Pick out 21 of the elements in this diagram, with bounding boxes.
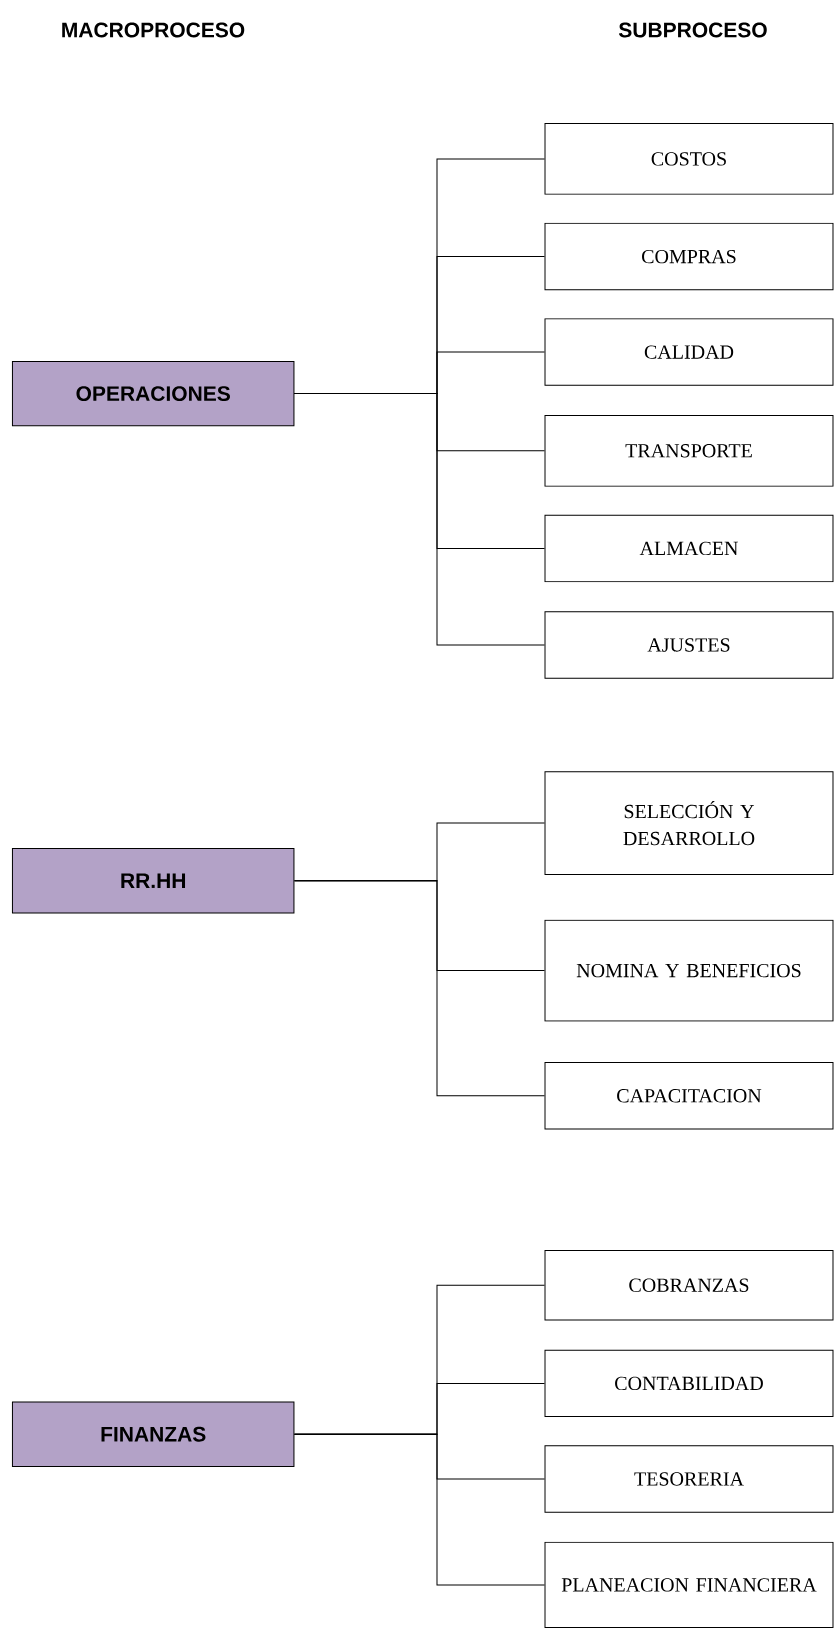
subprocess-box: COBRANZAS (544, 1249, 834, 1321)
connector-line (293, 393, 545, 646)
column-heading: SUBPROCESO (618, 22, 767, 38)
subprocess-box: ALMACEN (544, 514, 834, 583)
column-heading: MACROPROCESO (62, 22, 245, 38)
subprocess-box: COSTOS (544, 123, 834, 195)
subprocess-box: TRANSPORTE (544, 414, 834, 487)
connector-line (293, 880, 545, 1097)
subprocess-box: SELECCIÓN Y DESARROLLO (544, 771, 834, 875)
subprocess-box: CONTABILIDAD (544, 1349, 834, 1418)
macroprocess-box: FINANZAS (11, 1401, 295, 1467)
subprocess-box: COMPRAS (544, 222, 834, 291)
subprocess-box: TESORERIA (544, 1445, 834, 1513)
connector-line (293, 1433, 545, 1586)
macroprocess-box: RR.HH (11, 848, 295, 914)
subprocess-box: CAPACITACION (544, 1062, 834, 1130)
macroprocess-box: OPERACIONES (11, 360, 295, 427)
subprocess-box: AJUSTES (544, 611, 834, 679)
subprocess-box: CALIDAD (544, 318, 834, 386)
subprocess-box: PLANEACION FINANCIERA (544, 1541, 834, 1628)
subprocess-box: NOMINA Y BENEFICIOS (544, 919, 834, 1022)
